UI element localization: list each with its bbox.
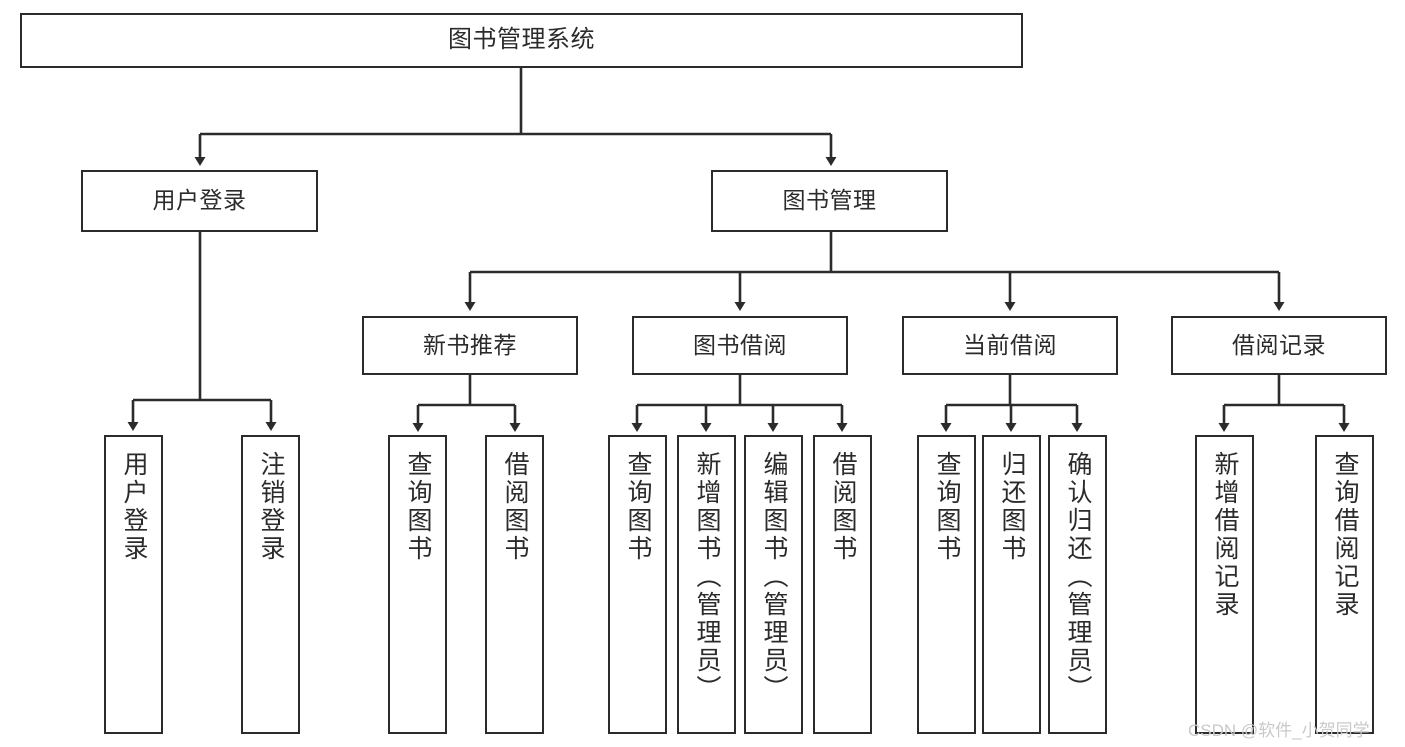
node-book-borrow[interactable]: 图书借阅 xyxy=(632,316,848,375)
leaf-add-book[interactable]: 新增图书（管理员） xyxy=(677,435,736,734)
leaf-logout-label: 注销登录 xyxy=(257,451,285,563)
leaf-add-book-label: 新增图书（管理员） xyxy=(693,451,721,703)
leaf-borrow-book-2-label: 借阅图书 xyxy=(829,451,857,563)
leaf-edit-book-label: 编辑图书（管理员） xyxy=(760,451,788,703)
node-root[interactable]: 图书管理系统 xyxy=(20,13,1023,68)
leaf-query-record-label: 查询借阅记录 xyxy=(1331,451,1359,619)
node-current-borrow[interactable]: 当前借阅 xyxy=(902,316,1118,375)
leaf-query-book-2-label: 查询图书 xyxy=(624,451,652,563)
leaf-logout[interactable]: 注销登录 xyxy=(241,435,300,734)
leaf-query-record[interactable]: 查询借阅记录 xyxy=(1315,435,1374,734)
node-borrow-record[interactable]: 借阅记录 xyxy=(1171,316,1387,375)
leaf-user-login[interactable]: 用户登录 xyxy=(104,435,163,734)
node-book-borrow-label: 图书借阅 xyxy=(693,331,787,358)
leaf-add-record[interactable]: 新增借阅记录 xyxy=(1195,435,1254,734)
leaf-borrow-book-1-label: 借阅图书 xyxy=(501,451,529,563)
leaf-edit-book[interactable]: 编辑图书（管理员） xyxy=(744,435,803,734)
leaf-user-login-label: 用户登录 xyxy=(120,451,148,563)
leaf-return-book-label: 归还图书 xyxy=(998,451,1026,563)
leaf-borrow-book-1[interactable]: 借阅图书 xyxy=(485,435,544,734)
node-root-label: 图书管理系统 xyxy=(448,26,595,54)
node-new-book-rec-label: 新书推荐 xyxy=(423,331,517,358)
node-book-manage[interactable]: 图书管理 xyxy=(711,170,948,232)
node-user-login-label: 用户登录 xyxy=(152,187,247,214)
node-book-manage-label: 图书管理 xyxy=(782,187,877,214)
node-user-login[interactable]: 用户登录 xyxy=(81,170,318,232)
leaf-query-book-3-label: 查询图书 xyxy=(933,451,961,563)
node-new-book-rec[interactable]: 新书推荐 xyxy=(362,316,578,375)
leaf-confirm-return-label: 确认归还（管理员） xyxy=(1064,451,1092,703)
leaf-query-book-1[interactable]: 查询图书 xyxy=(388,435,447,734)
leaf-query-book-3[interactable]: 查询图书 xyxy=(917,435,976,734)
leaf-add-record-label: 新增借阅记录 xyxy=(1211,451,1239,619)
leaf-return-book[interactable]: 归还图书 xyxy=(982,435,1041,734)
leaf-borrow-book-2[interactable]: 借阅图书 xyxy=(813,435,872,734)
leaf-confirm-return[interactable]: 确认归还（管理员） xyxy=(1048,435,1107,734)
leaf-query-book-2[interactable]: 查询图书 xyxy=(608,435,667,734)
node-current-borrow-label: 当前借阅 xyxy=(963,331,1057,358)
watermark: CSDN @软件_小贺同学 xyxy=(1188,721,1370,740)
node-borrow-record-label: 借阅记录 xyxy=(1232,331,1326,358)
leaf-query-book-1-label: 查询图书 xyxy=(404,451,432,563)
